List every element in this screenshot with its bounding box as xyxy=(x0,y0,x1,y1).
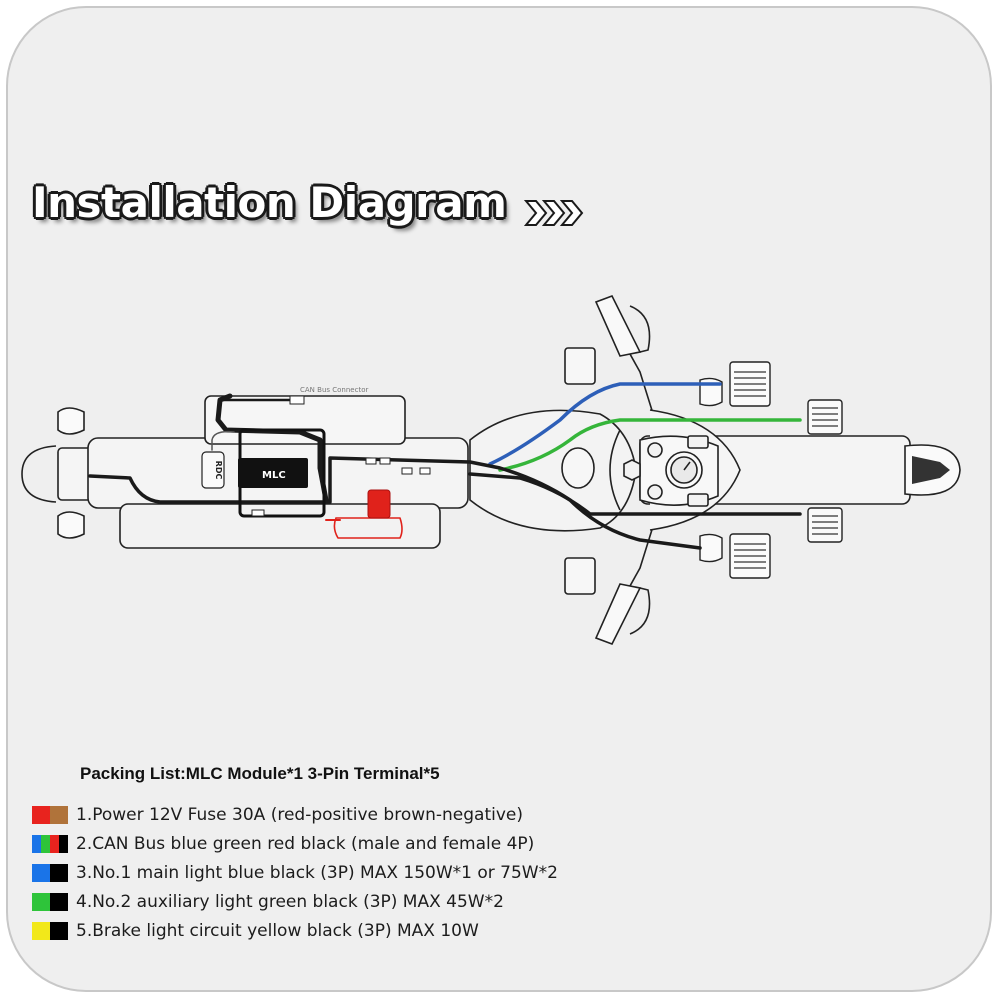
legend-item-can-bus: 2.CAN Bus blue green red black (male and… xyxy=(32,829,558,858)
aux-light-lamps xyxy=(807,399,843,543)
color-swatches xyxy=(32,863,72,882)
legend-item-power: 1.Power 12V Fuse 30A (red-positive brown… xyxy=(32,800,558,829)
wire-rdc xyxy=(211,430,235,451)
legend-label: 3.No.1 main light blue black (3P) MAX 15… xyxy=(76,862,558,883)
rdc-unit xyxy=(201,451,225,489)
mlc-module xyxy=(238,458,308,488)
legend-item-aux-light: 4.No.2 auxiliary light green black (3P) … xyxy=(32,887,558,916)
legend-label: 5.Brake light circuit yellow black (3P) … xyxy=(76,920,479,941)
legend-item-main-light: 3.No.1 main light blue black (3P) MAX 15… xyxy=(32,858,558,887)
color-swatches xyxy=(32,892,72,911)
wire-green xyxy=(498,418,802,472)
chevrons-icon xyxy=(524,200,584,226)
rdc-label: RDC xyxy=(214,461,223,480)
fuse-block xyxy=(367,489,391,519)
legend-label: 2.CAN Bus blue green red black (male and… xyxy=(76,833,535,854)
color-swatches xyxy=(32,834,72,853)
can-bus-connector xyxy=(289,395,305,405)
wire-legend: 1.Power 12V Fuse 30A (red-positive brown… xyxy=(32,800,558,945)
legend-label: 4.No.2 auxiliary light green black (3P) … xyxy=(76,891,504,912)
wire-red xyxy=(333,517,403,539)
motorcycle-outline xyxy=(21,294,961,646)
wire-blue xyxy=(488,382,722,466)
mlc-label: MLC xyxy=(262,470,286,481)
wire-black-main xyxy=(88,456,702,550)
color-swatches xyxy=(32,921,72,940)
legend-item-brake-light: 5.Brake light circuit yellow black (3P) … xyxy=(32,916,558,945)
color-swatches xyxy=(32,805,72,824)
can-bus-label: CAN Bus Connector xyxy=(300,386,368,394)
packing-list: Packing List:MLC Module*1 3-Pin Terminal… xyxy=(80,764,440,783)
page-title: Installation Diagram xyxy=(32,178,507,227)
legend-label: 1.Power 12V Fuse 30A (red-positive brown… xyxy=(76,804,524,825)
wire-connectors xyxy=(251,457,431,517)
main-light-lamps xyxy=(729,361,771,579)
wire-black-aux xyxy=(468,472,802,516)
